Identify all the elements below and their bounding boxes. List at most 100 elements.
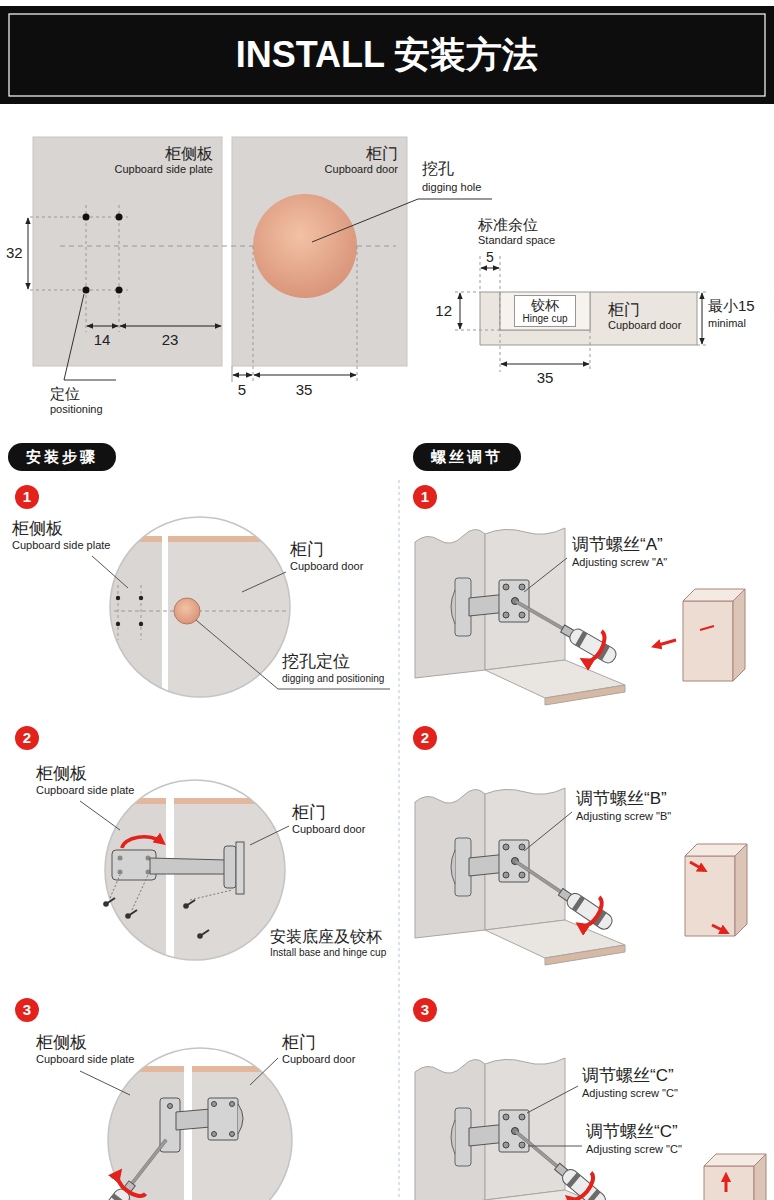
door-section-view [455,256,706,372]
door-section-view [697,345,706,346]
step1-magnifier [92,517,390,710]
step3-magnifier [208,1098,238,1140]
step2-magnifier [125,910,137,919]
callout-label: 定位 [50,385,80,402]
step1-magnifier [100,536,308,710]
step3-magnifier [250,1058,278,1085]
step2-magnifier [100,798,304,972]
drilling-plan [120,326,221,327]
dimension-value: 23 [162,331,179,348]
step-number: 2 [15,726,39,750]
node-title: 铰杯 [522,298,567,313]
step1-magnifier [116,622,120,626]
step1-magnifier [168,540,308,710]
door-section-view [460,293,461,329]
step2-magnifier [118,856,123,861]
step2-magnifier [197,930,209,939]
door-section-view [455,330,500,331]
adjust-c-figure [415,1058,766,1200]
adjust-c-figure [527,1086,578,1113]
adjust-c-figure [528,1146,582,1147]
part-label: Cupboard side plate [36,784,134,797]
drilling-plan [28,137,492,382]
step-number: 1 [15,485,39,509]
screw-label: 调节螺丝“B” [576,789,667,809]
cupboard-panel: 柜门Cupboard door [232,137,407,366]
callout-label: digging hole [422,181,481,194]
step3-magnifier [238,1104,243,1134]
step1-magnifier [110,517,290,697]
drilling-plan [116,214,123,221]
step1-magnifier [100,540,162,710]
step2-magnifier [122,837,162,848]
section-header: 螺丝调节 [413,443,521,471]
part-label: Cupboard door [292,823,365,836]
door-section: 柜门Cupboard door铰杯Hinge cup [480,292,697,345]
step1-magnifier [118,585,119,640]
step3-magnifier [230,1102,235,1107]
screw-label: Adjusting screw "C" [586,1143,682,1156]
step-caption: Install base and hinge cup [270,947,386,959]
node-title: 1 [413,485,437,509]
step-number: 3 [413,998,437,1022]
door-section-view [500,292,590,330]
node-subtitle: Cupboard door [608,319,697,332]
part-label: 柜侧板 [12,519,63,539]
door-section-view [480,292,697,345]
adjust-a-figure [655,640,676,646]
screw-label: Adjusting screw "A" [572,556,667,569]
drilling-plan [86,205,87,332]
hinge-cup-box: 铰杯Hinge cup [514,295,575,327]
callout-label: positioning [50,403,103,416]
step1-magnifier [141,585,142,640]
page-title: INSTALL 安装方法 [0,34,774,75]
step2-magnifier [174,802,304,972]
adjust-c-figure [569,1173,598,1200]
part-label: Cupboard side plate [36,1053,134,1066]
step1-magnifier [168,536,308,542]
adjust-a-figure [683,589,745,681]
step-number: 3 [15,998,39,1022]
drilling-plan [116,287,123,294]
drilling-plan [87,326,118,327]
adjust-a-figure [415,528,745,705]
screw-label: Adjusting screw "B" [576,810,671,823]
drilling-plan [357,246,358,382]
drilling-plan [232,137,407,366]
step1-magnifier [92,556,128,588]
step1-magnifier [116,596,120,600]
adjust-c-figure [725,1176,728,1192]
screw-label: 调节螺丝“C” [582,1066,674,1086]
drilling-plan [312,199,492,242]
drilling-plan [30,290,128,291]
dimension-value: 14 [94,331,111,348]
step2-magnifier [112,850,156,880]
step2-magnifier [80,801,120,830]
dimension-value: 32 [6,244,23,261]
node-title: 3 [413,998,437,1022]
part-label: Cupboard door [290,560,363,573]
door-section-view [480,256,481,292]
step2-magnifier [110,875,120,898]
door-section-view [702,293,703,344]
node-title: 1 [15,485,39,509]
screw-label: 调节螺丝“C” [586,1122,678,1142]
cupboard-panel: 柜侧板Cupboard side plate [33,137,222,366]
part-label: 柜门 [292,803,326,823]
drilling-plan [253,194,357,298]
step1-magnifier [196,620,390,689]
step1-magnifier [242,572,286,592]
drilling-plan [253,246,254,382]
node-subtitle: Cupboard door [241,163,398,176]
part-label: Cupboard side plate [12,539,110,552]
door-section-view [455,292,480,293]
step2-magnifier [150,858,226,874]
drilling-plan [64,294,116,380]
step3-magnifier [212,1102,217,1107]
dimension-value: 最小15 [708,297,755,314]
screw-label: Adjusting screw "C" [582,1087,678,1100]
step-number: 1 [413,485,437,509]
